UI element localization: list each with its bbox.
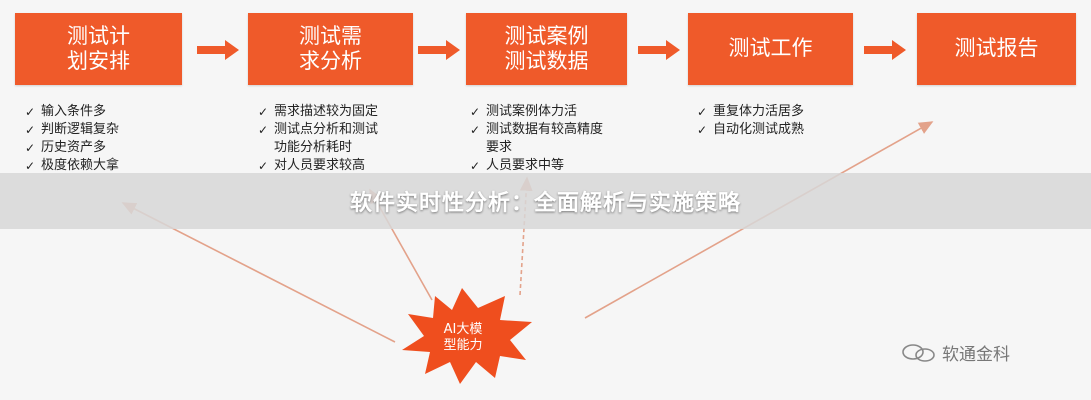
check-item-continuation: 功能分析耗时 — [274, 140, 353, 155]
ai-burst-shape — [402, 288, 532, 384]
ai-capability-label: AI大模 型能力 — [443, 322, 483, 353]
step-points-work: 重复体力活居多 自动化测试成熟 — [697, 103, 804, 139]
check-item: 历史资产多 — [25, 139, 119, 157]
check-item-continuation: 要求 — [486, 140, 513, 155]
check-item: 测试数据有较高精度 — [470, 121, 603, 139]
step-points-analysis: 需求描述较为固定 测试点分析和测试 功能分析耗时 对人员要求较高 — [258, 103, 378, 175]
check-item: 自动化测试成熟 — [697, 121, 804, 139]
step-box-analysis: 测试需 求分析 — [248, 13, 413, 85]
page-title: 软件实时性分析：全面解析与实施策略 — [349, 191, 741, 216]
step-points-cases: 测试案例体力活 测试数据有较高精度 要求 人员要求中等 — [470, 103, 603, 175]
check-item: 对人员要求较高 — [258, 157, 378, 175]
step-box-cases: 测试案例 测试数据 — [466, 13, 627, 85]
step-box-plan: 测试计 划安排 — [15, 13, 182, 85]
check-item: 测试点分析和测试 — [258, 121, 378, 139]
wechat-icon — [902, 343, 935, 362]
arrow-right-icon — [864, 40, 906, 60]
check-item: 极度依赖大拿 — [25, 157, 119, 175]
watermark: 软通金科 — [900, 340, 1010, 365]
step-box-report: 测试报告 — [917, 13, 1076, 85]
arrow-right-icon — [197, 40, 239, 60]
connector-to-cases — [519, 176, 533, 296]
check-item: 需求描述较为固定 — [258, 103, 378, 121]
title-banner: 软件实时性分析：全面解析与实施策略 — [0, 173, 1091, 229]
arrow-right-icon — [638, 40, 680, 60]
watermark-text: 软通金科 — [942, 345, 1010, 365]
check-item: 判断逻辑复杂 — [25, 121, 119, 139]
step-points-plan: 输入条件多 判断逻辑复杂 历史资产多 极度依赖大拿 — [25, 103, 119, 175]
check-item: 人员要求中等 — [470, 157, 603, 175]
check-item: 测试案例体力活 — [470, 103, 603, 121]
check-item: 重复体力活居多 — [697, 103, 804, 121]
step-box-work: 测试工作 — [688, 13, 853, 85]
arrow-right-icon — [418, 40, 460, 60]
check-item: 输入条件多 — [25, 103, 119, 121]
